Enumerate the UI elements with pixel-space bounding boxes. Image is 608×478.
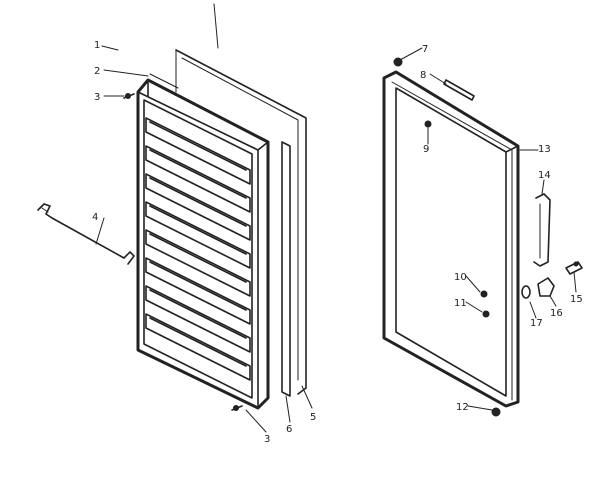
part-9-plug xyxy=(424,120,432,128)
shelf-rail-bar xyxy=(37,203,135,265)
lock-key xyxy=(565,261,583,275)
screw-upper xyxy=(123,93,135,99)
callout-7: 7 xyxy=(422,44,428,55)
callout-6: 6 xyxy=(286,424,292,435)
door-handle xyxy=(533,193,551,267)
callout-15: 15 xyxy=(570,294,583,305)
callout-3-upper: 3 xyxy=(94,92,100,103)
breaker-strip xyxy=(281,141,291,397)
callout-5: 5 xyxy=(310,412,316,423)
part-11-plug xyxy=(482,310,490,318)
callout-8: 8 xyxy=(420,70,426,81)
lock-cylinder xyxy=(537,277,555,297)
callout-13: 13 xyxy=(538,144,551,155)
callout-11: 11 xyxy=(454,298,467,309)
callout-16: 16 xyxy=(550,308,563,319)
door-liner-panel xyxy=(136,78,270,410)
door-shelves xyxy=(145,117,251,381)
callout-3-lower: 3 xyxy=(264,434,270,445)
callout-2: 2 xyxy=(94,66,100,77)
callout-12: 12 xyxy=(456,402,469,413)
callout-4: 4 xyxy=(92,212,98,223)
part-10-plug xyxy=(480,290,488,298)
screw-lower xyxy=(231,405,243,411)
callout-10: 10 xyxy=(454,272,467,283)
leader-lines xyxy=(95,3,577,433)
callout-17: 17 xyxy=(530,318,543,329)
callout-9: 9 xyxy=(423,144,429,155)
callout-1: 1 xyxy=(94,40,100,51)
top-handle-rod xyxy=(443,79,475,101)
outer-door-frame xyxy=(382,70,520,408)
callout-14: 14 xyxy=(538,170,551,181)
door-gasket-frame xyxy=(175,49,307,395)
part-12-cap xyxy=(491,407,501,417)
lock-washer xyxy=(521,285,531,299)
top-trim-strip xyxy=(149,73,179,89)
